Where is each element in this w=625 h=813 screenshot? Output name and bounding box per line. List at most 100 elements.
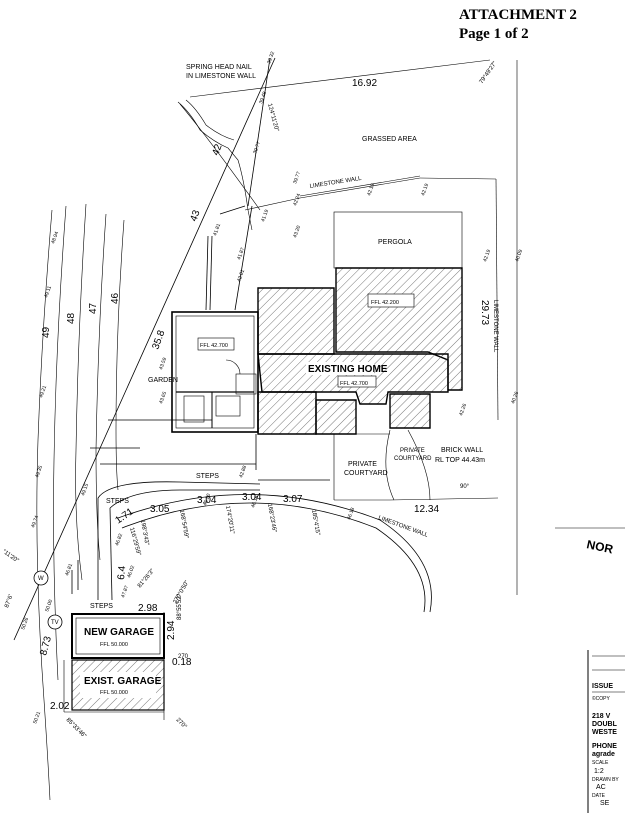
level-15: 42.26 [458,403,468,417]
bearing-4: 174°20'11" [224,505,235,534]
level-3: 39.77 [252,141,262,155]
level-12: 42.01 [236,269,246,283]
dim-2-94: 2.94 [166,620,177,640]
level-8: 42.24 [292,193,302,207]
level-22: 46.02 [126,565,136,579]
bearing-6: 185°4'15" [310,509,320,535]
dim-3-04a: 3.04 [197,495,217,506]
courtyard-lines [333,429,499,501]
wall-lines [177,59,499,421]
grassed-area-label: GRASSED AREA [362,136,417,143]
pergola-label: PERGOLA [378,239,412,246]
level-27: 49.15 [80,483,90,497]
level-32: 50.21 [32,711,42,725]
ffl-west: FFL 42.700 [200,343,228,349]
contour-lines [36,203,125,801]
limestone-wall-label-2: LIMESTONE WALL [492,300,498,353]
brick-wall-label: BRICK WALL [441,447,483,454]
level-34: 49.35 [34,465,44,479]
contour-47: 47 [88,302,99,314]
limestone-wall-label-1: LIMESTONE WALL [309,176,362,190]
limestone-wall-label-3: LIMESTONE WALL [377,515,429,539]
level-35: 46.18 [346,507,356,521]
level-2: 39.48 [258,91,268,105]
dim-35-8: 35.8 [150,329,167,351]
tb-phone: PHONE [592,743,617,750]
north-label: NOR [585,537,614,556]
contour-49: 49 [41,326,52,338]
southwest-lines [63,612,165,720]
w-symbol-circle [33,570,49,586]
level-20: 46.20 [202,493,212,507]
tb-email: agrade [592,751,615,758]
tb-issue: ISSUE [592,683,613,690]
level-29: 48.94 [50,231,60,245]
dim-8-73: 8.73 [38,635,54,657]
level-16: 40.26 [510,391,520,405]
courtyard-label-a: PRIVATE [348,461,377,468]
bearing-9: 81°26'3" [137,568,156,589]
exist-garage-label: EXIST. GARAGE [84,676,162,687]
level-4: 39.77 [292,171,302,185]
attachment-title: ATTACHMENT 2 [459,7,577,23]
courtyard-label-b: COURTYARD [344,470,388,477]
dim-3-05: 3.05 [150,504,170,515]
dim-2-98: 2.98 [138,603,158,614]
level-5: 41.19 [260,209,270,223]
level-31: 50.26 [20,617,30,631]
existing-home-label: EXISTING HOME [308,364,388,375]
level-11: 41.87 [236,247,246,261]
dim-0-18: 0.18 [172,657,192,668]
tb-scale: SCALE [592,760,609,766]
tb-addr2: DOUBL [592,721,618,728]
steps-label-1: STEPS [196,473,219,480]
bearing-16: °11'20" [1,549,20,565]
nail-label-1: SPRING HEAD NAIL [186,64,252,71]
dim-43: 43 [188,208,202,223]
level-19: 42.88 [238,465,248,479]
west-boundary [13,57,276,641]
dim-270: 270 [178,654,189,660]
tb-scale-value: 1:2 [594,768,604,775]
ffl-new-garage: FFL 50.000 [100,642,128,648]
garages [71,613,165,711]
driveway [71,419,432,613]
bearing-14: 270° [175,717,188,730]
tb-addr1: 218 V [592,713,611,720]
garden-label: GARDEN [148,377,178,384]
bearing-8: 116°29'59" [128,527,141,556]
level-33: 49.21 [38,385,48,399]
level-1: 39.32 [266,51,276,65]
page-indicator: Page 1 of 2 [459,26,529,42]
nail-label-2: IN LIMESTONE WALL [186,73,256,80]
tb-drawn-value: AC [596,784,606,791]
title-block-frame [516,60,625,813]
tb-date: DATE [592,793,606,799]
contour-48: 48 [66,312,77,324]
level-9: 43.20 [292,225,302,239]
spot-levels: 39.32 39.48 39.77 39.77 41.19 42.18 42.1… [20,51,524,725]
rl-top-label: RL TOP 44.43m [435,457,485,464]
level-7: 42.19 [420,183,430,197]
dim-south: 12.34 [414,504,439,515]
level-28: 49.11 [43,285,53,299]
dim-top: 16.92 [352,78,377,89]
level-14: 40.09 [514,249,524,263]
steps-label-2: STEPS [106,498,129,505]
level-6: 42.18 [366,183,376,197]
level-21: 46.15 [250,495,260,509]
bearing-11: 88°55'52" [177,594,183,620]
level-17: 43.59 [158,357,168,371]
bearing-1: 79°49'27" [479,61,499,85]
new-garage-label: NEW GARAGE [84,627,154,638]
courtyard-label-c: PRIVATE [400,448,425,454]
courtyard-label-d: COURTYARD [394,456,432,462]
level-23: 47.87 [120,585,130,599]
tv-symbol-circle [47,614,63,630]
ffl-main: FFL 42.200 [371,300,399,306]
north-arrow: NOR [555,527,625,557]
w-symbol-label: W [38,576,44,582]
level-24: 46.82 [114,533,124,547]
level-10: 41.81 [212,223,222,237]
